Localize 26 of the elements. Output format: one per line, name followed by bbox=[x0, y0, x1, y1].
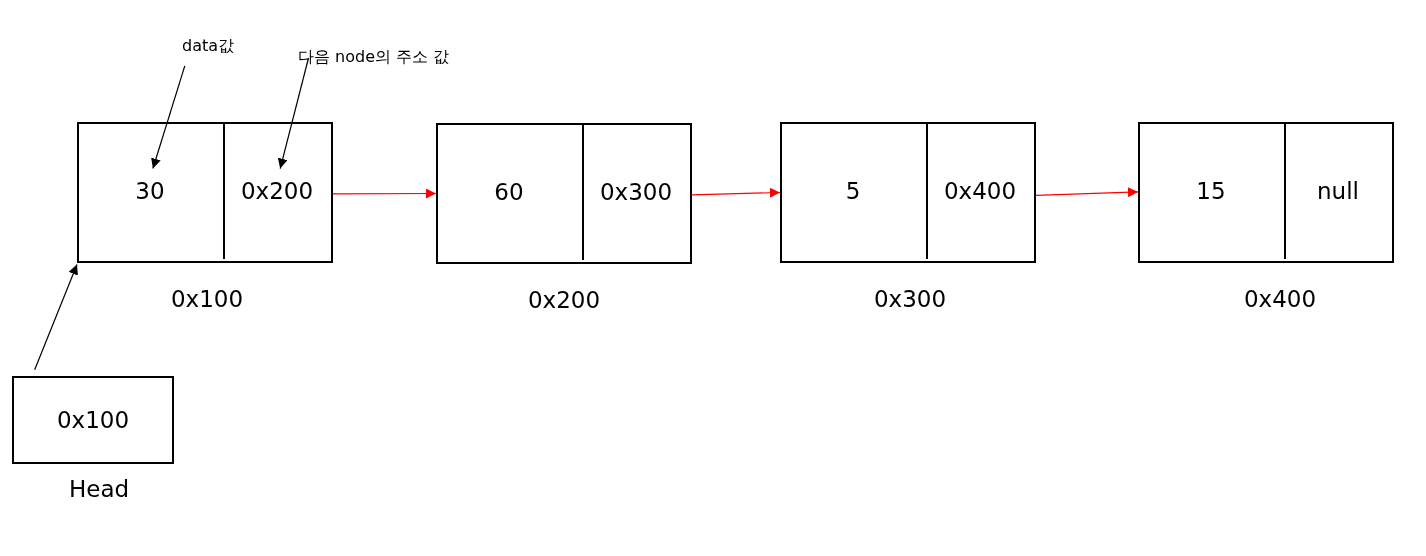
annotation-text: data값 bbox=[182, 36, 252, 58]
pointer-cell: 0x200 bbox=[223, 122, 329, 259]
address-label: 0x200 bbox=[527, 287, 601, 313]
list-node-box bbox=[77, 122, 333, 263]
annotation-text: 다음 node의 주소 값 bbox=[298, 47, 473, 69]
address-label: 0x300 bbox=[873, 286, 947, 312]
data-cell: 5 bbox=[780, 122, 926, 259]
arrow bbox=[332, 188, 437, 199]
address-label: 0x100 bbox=[170, 286, 244, 312]
leader-line bbox=[277, 57, 310, 170]
pointer-cell: 0x400 bbox=[926, 122, 1032, 259]
data-cell: 15 bbox=[1138, 122, 1284, 259]
arrow bbox=[691, 187, 781, 198]
data-cell: 60 bbox=[436, 123, 582, 260]
data-cell: 30 bbox=[77, 122, 223, 259]
pointer-cell: null bbox=[1284, 122, 1390, 259]
leader-line bbox=[151, 65, 186, 170]
arrow bbox=[34, 263, 78, 371]
head-box: 0x100 bbox=[12, 376, 174, 464]
pointer-cell: 0x300 bbox=[582, 123, 688, 260]
arrow bbox=[1035, 187, 1139, 198]
address-label: 0x400 bbox=[1243, 286, 1317, 312]
list-node-box bbox=[780, 122, 1036, 263]
list-node-box bbox=[436, 123, 692, 264]
head-label: Head bbox=[68, 476, 130, 502]
list-node-box bbox=[1138, 122, 1394, 263]
